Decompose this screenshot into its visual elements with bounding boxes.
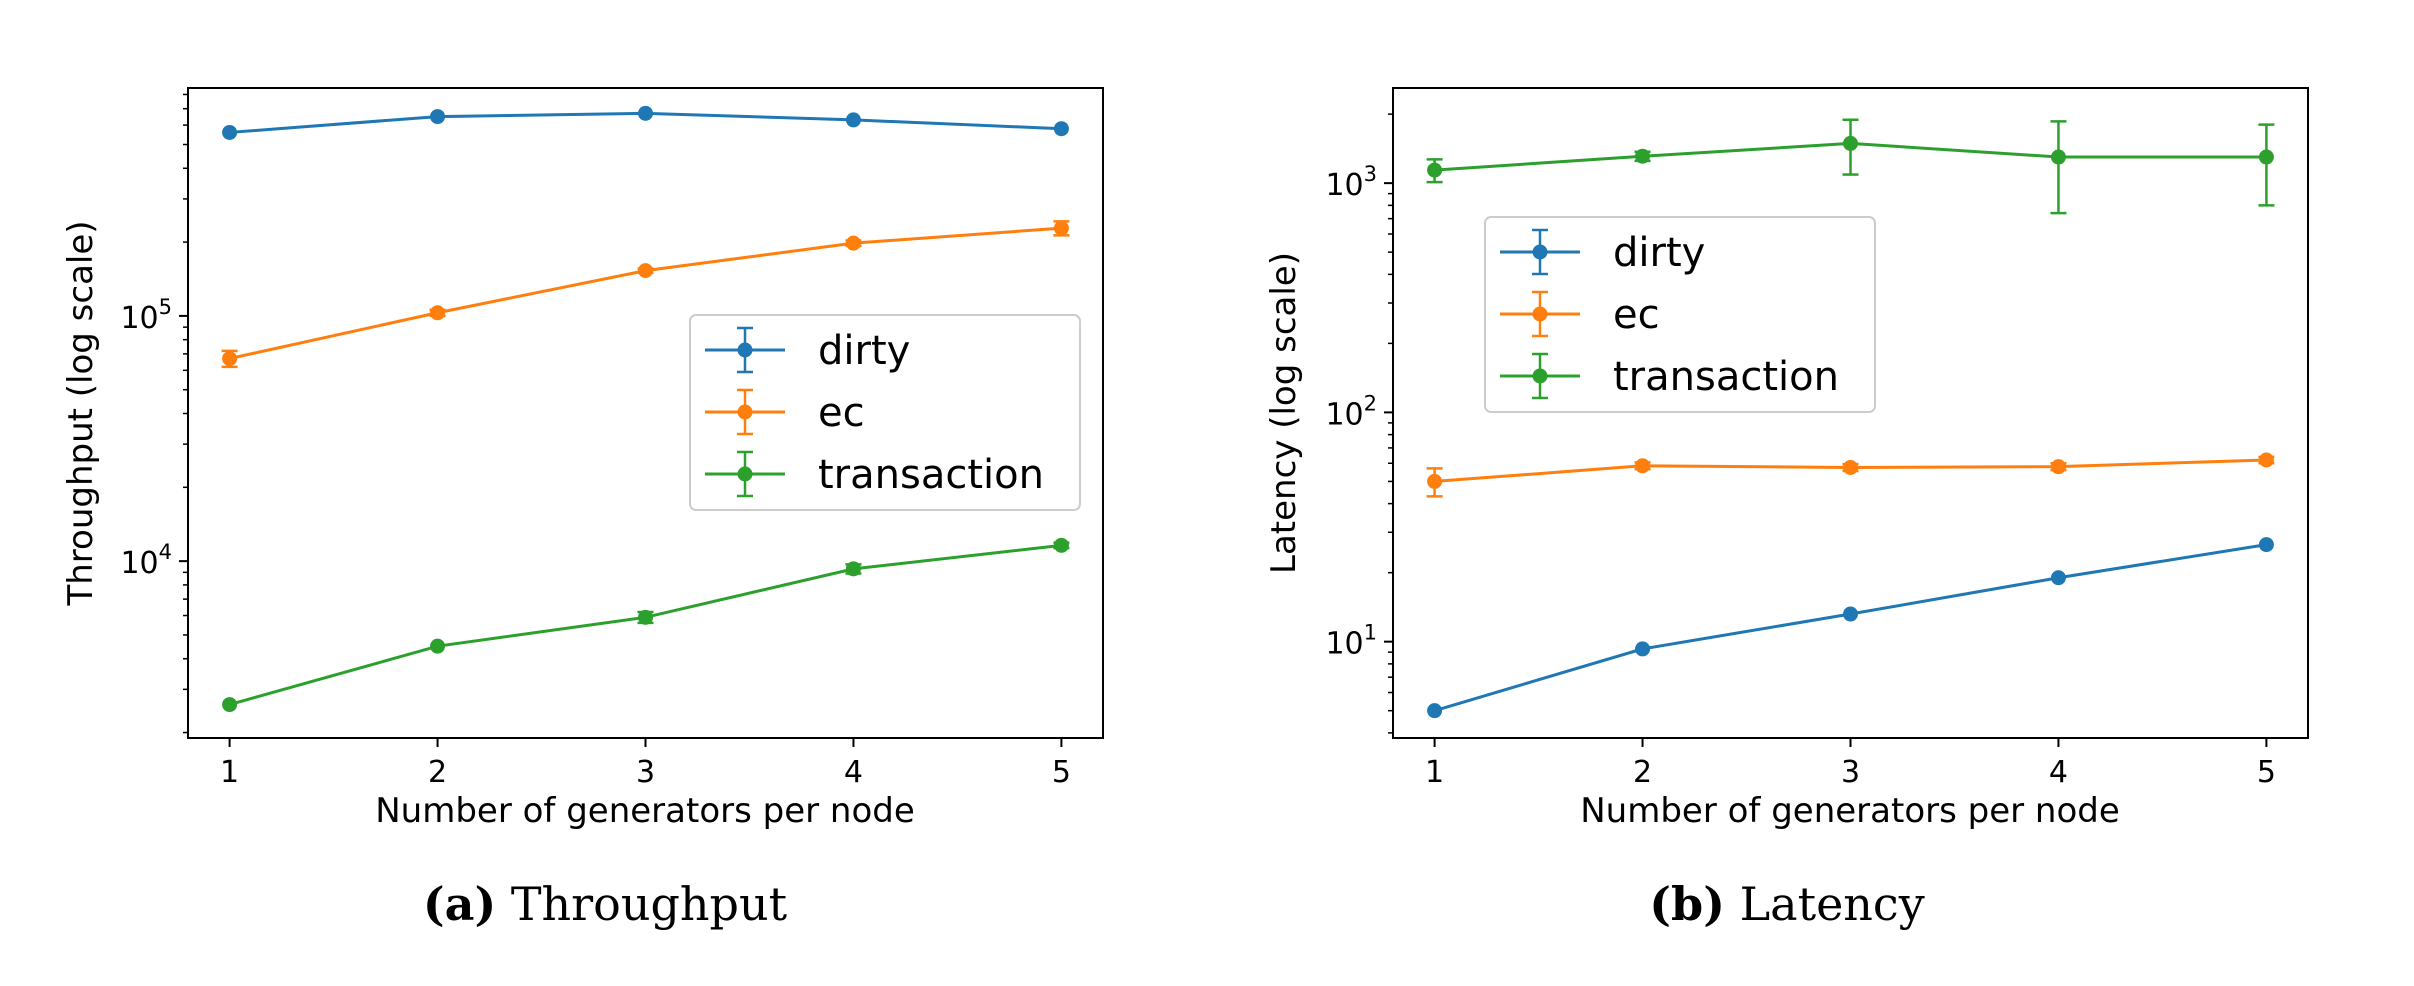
legend-label-ec: ec xyxy=(818,390,865,436)
x-tick-label: 5 xyxy=(2257,755,2276,790)
x-tick-label: 1 xyxy=(1425,755,1444,790)
x-axis-label: Number of generators per node xyxy=(1580,791,2120,831)
data-point-dirty xyxy=(430,109,446,125)
data-point-ec xyxy=(845,235,861,251)
y-axis-label: Throughput (log scale) xyxy=(61,220,101,606)
legend-label-transaction: transaction xyxy=(818,452,1044,498)
x-tick-label: 4 xyxy=(2049,755,2068,790)
data-point-transaction xyxy=(1427,162,1443,178)
legend-marker-dirty xyxy=(1532,244,1548,260)
panel-caption: (b) Latency xyxy=(1649,877,1924,931)
x-tick-label: 2 xyxy=(1633,755,1652,790)
series-line-dirty xyxy=(1434,543,2267,713)
data-point-transaction xyxy=(1635,148,1651,164)
data-point-ec xyxy=(430,305,446,321)
data-point-dirty xyxy=(1843,606,1858,622)
data-point-ec xyxy=(1053,220,1069,236)
data-point-ec xyxy=(2050,459,2066,475)
legend-marker-transaction xyxy=(737,466,753,482)
y-tick-base: 10 xyxy=(120,546,158,581)
y-tick-label: 104 xyxy=(120,540,172,581)
legend-marker-ec xyxy=(737,404,753,420)
data-point-transaction xyxy=(638,609,653,625)
y-tick-exponent: 2 xyxy=(1364,391,1377,415)
caption-text: Throughput xyxy=(511,877,788,931)
data-point-dirty xyxy=(845,112,861,128)
legend-label-ec: ec xyxy=(1613,292,1660,338)
data-point-dirty xyxy=(2258,537,2274,553)
x-axis-label: Number of generators per node xyxy=(375,791,915,831)
x-tick-label: 5 xyxy=(1052,755,1071,790)
data-point-transaction xyxy=(430,638,446,654)
y-tick-base: 10 xyxy=(1325,168,1363,203)
panel-caption: (a) Throughput xyxy=(423,877,788,931)
y-tick-label: 101 xyxy=(1325,621,1377,662)
legend-label-dirty: dirty xyxy=(1613,230,1705,276)
y-tick-label: 103 xyxy=(1325,162,1377,203)
caption-tag: (a) xyxy=(423,877,496,931)
series-line-transaction xyxy=(229,543,1062,707)
data-point-transaction xyxy=(1053,537,1069,553)
data-point-transaction xyxy=(222,697,238,713)
legend-box xyxy=(1484,216,1876,413)
y-tick-exponent: 4 xyxy=(159,540,172,564)
x-tick-label: 2 xyxy=(428,755,447,790)
data-point-dirty xyxy=(2050,570,2066,586)
y-tick-label: 102 xyxy=(1325,391,1377,432)
y-tick-label: 105 xyxy=(120,295,172,336)
y-tick-base: 10 xyxy=(1325,627,1363,662)
data-point-ec xyxy=(1843,459,1858,475)
legend-marker-ec xyxy=(1532,306,1548,322)
legend-label-dirty: dirty xyxy=(818,328,910,374)
y-tick-base: 10 xyxy=(1325,397,1363,432)
y-tick-exponent: 1 xyxy=(1364,621,1377,645)
y-tick-exponent: 5 xyxy=(159,295,172,319)
data-point-dirty xyxy=(1635,641,1651,657)
data-point-ec xyxy=(1427,473,1443,489)
data-point-dirty xyxy=(222,124,238,140)
legend-marker-dirty xyxy=(737,342,753,358)
data-point-transaction xyxy=(2258,149,2274,165)
y-tick-base: 10 xyxy=(120,301,158,336)
data-point-dirty xyxy=(1053,121,1069,137)
data-point-transaction xyxy=(1843,135,1858,151)
data-point-ec xyxy=(1635,458,1651,474)
legend-box xyxy=(689,314,1081,511)
x-tick-label: 4 xyxy=(844,755,863,790)
data-point-ec xyxy=(2258,452,2274,468)
data-point-transaction xyxy=(2050,149,2066,165)
legend-label-transaction: transaction xyxy=(1613,354,1839,400)
data-point-ec xyxy=(222,351,238,367)
x-tick-label: 1 xyxy=(220,755,239,790)
y-axis-label: Latency (log scale) xyxy=(1264,252,1304,574)
x-tick-label: 3 xyxy=(636,755,655,790)
y-tick-exponent: 3 xyxy=(1364,162,1377,186)
data-point-transaction xyxy=(845,561,861,577)
data-point-ec xyxy=(638,263,653,279)
data-point-dirty xyxy=(1427,703,1443,719)
caption-text: Latency xyxy=(1740,877,1925,931)
caption-tag: (b) xyxy=(1649,877,1725,931)
legend-marker-transaction xyxy=(1532,368,1548,384)
data-point-dirty xyxy=(638,105,653,121)
x-tick-label: 3 xyxy=(1841,755,1860,790)
